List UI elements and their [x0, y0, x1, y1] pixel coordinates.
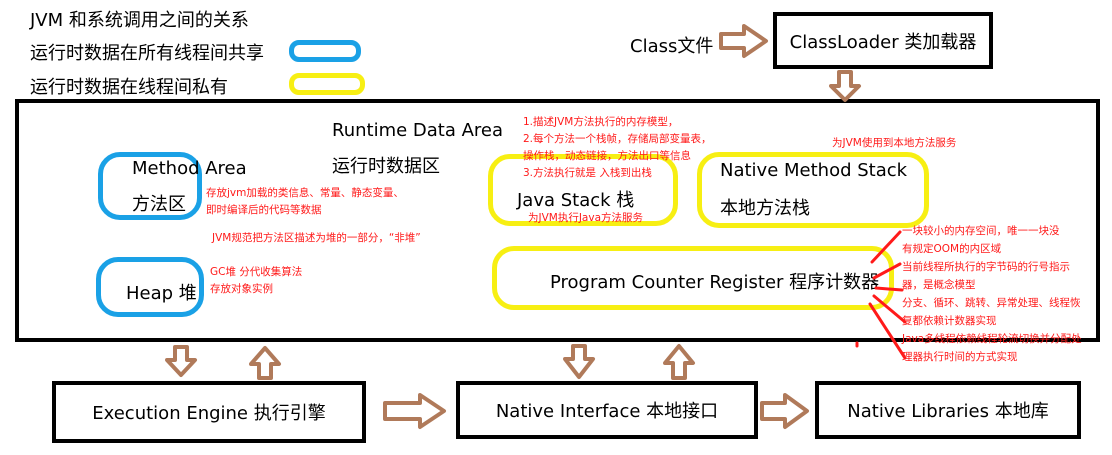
- execution-engine-label: Execution Engine 执行引擎: [92, 403, 326, 424]
- method-area-note: 存放jvm加载的类信息、常量、静态变量、 即时编译后的代码等数据: [206, 185, 404, 219]
- native-method-stack-oval: [697, 152, 929, 228]
- native-libraries-box: Native Libraries 本地库: [815, 381, 1081, 439]
- java-stack-note-bottom: 为JVM执行Java方法服务: [528, 212, 644, 224]
- arrow-engine-to-native-interface: [383, 393, 446, 429]
- arrow-native-interface-to-libraries: [760, 393, 809, 429]
- arrow-native-interface-to-runtime: [663, 344, 695, 380]
- legend-title: JVM 和系统调用之间的关系: [30, 10, 249, 31]
- execution-engine-box: Execution Engine 执行引擎: [52, 381, 366, 443]
- native-interface-box: Native Interface 本地接口: [456, 381, 758, 439]
- native-interface-label: Native Interface 本地接口: [495, 401, 719, 422]
- java-stack-note-line: 3.方法执行就是 入栈到出栈: [523, 167, 652, 179]
- native-method-stack-label-zh: 本地方法栈: [720, 198, 810, 219]
- heap-note-line: 存放对象实例: [210, 283, 273, 295]
- method-area-label-zh: 方法区: [132, 194, 186, 215]
- pc-note-line: 一块较小的内存空间，唯一一块没: [902, 225, 1060, 237]
- arrow-runtime-to-native-interface: [563, 344, 595, 379]
- java-stack-oval: [488, 154, 678, 226]
- program-counter-label: Program Counter Register 程序计数器: [550, 272, 880, 293]
- runtime-data-area-frame: [15, 99, 1100, 342]
- pc-note-line: 分支、循环、跳转、异常处理、线程恢: [902, 297, 1081, 309]
- legend-private-label: 运行时数据在线程间私有: [30, 77, 228, 98]
- pc-note-line: Java多线程依赖线程轮流切换并分配处: [902, 333, 1082, 345]
- classloader-box: ClassLoader 类加载器: [773, 12, 993, 69]
- runtime-title-en: Runtime Data Area: [332, 120, 504, 141]
- java-stack-note-line: 1.描述JVM方法执行的内存模型，: [523, 116, 679, 128]
- java-stack-note-line: 操作栈，动态链接，方法出口等信息: [523, 150, 691, 162]
- arrow-runtime-to-engine: [165, 345, 197, 377]
- heap-oval: [96, 257, 204, 317]
- arrow-classfile-to-classloader: [719, 24, 768, 58]
- method-area-note-line: 存放jvm加载的类信息、常量、静态变量、: [206, 187, 404, 199]
- program-counter-notes: 一块较小的内存空间，唯一一块没 有规定OOM的内区域 当前线程所执行的字节码的行…: [902, 222, 1082, 366]
- heap-label: Heap 堆: [126, 283, 197, 304]
- arrow-classloader-to-runtime: [829, 70, 861, 102]
- pc-note-line: 复都依赖计数器实现: [902, 315, 997, 327]
- class-file-label: Class文件: [630, 36, 714, 57]
- java-stack-label: Java Stack 栈: [517, 190, 635, 211]
- legend-shared-label: 运行时数据在所有线程间共享: [30, 43, 264, 64]
- java-stack-notes: 1.描述JVM方法执行的内存模型， 2.每个方法一个栈帧，存储局部变量表， 操作…: [523, 114, 712, 182]
- native-method-stack-note: 为JVM使用到本地方法服务: [832, 137, 957, 149]
- pc-note-line: 当前线程所执行的字节码的行号指示: [902, 261, 1070, 273]
- pc-note-line: 器，是概念模型: [902, 279, 976, 291]
- java-stack-note-line: 2.每个方法一个栈帧，存储局部变量表，: [523, 133, 712, 145]
- legend-private-swatch: [289, 73, 365, 95]
- pc-note-line: 有规定OOM的内区域: [902, 243, 1002, 255]
- method-area-note-line: 即时编译后的代码等数据: [206, 204, 322, 216]
- native-method-stack-label-en: Native Method Stack: [720, 160, 908, 181]
- legend-shared-swatch: [289, 40, 361, 62]
- classloader-label: ClassLoader 类加载器: [789, 31, 977, 53]
- method-area-oval: [98, 152, 202, 220]
- runtime-title-zh: 运行时数据区: [332, 156, 440, 177]
- pc-note-line: 理器执行时间的方式实现: [902, 351, 1018, 363]
- method-area-label-en: Method Area: [132, 158, 247, 179]
- method-area-note-extra: JVM规范把方法区描述为堆的一部分，“非堆”: [212, 232, 421, 244]
- heap-note-line: GC堆 分代收集算法: [210, 266, 303, 278]
- native-libraries-label: Native Libraries 本地库: [847, 401, 1049, 422]
- heap-note: GC堆 分代收集算法 存放对象实例: [210, 264, 302, 298]
- arrow-engine-to-runtime: [249, 346, 281, 380]
